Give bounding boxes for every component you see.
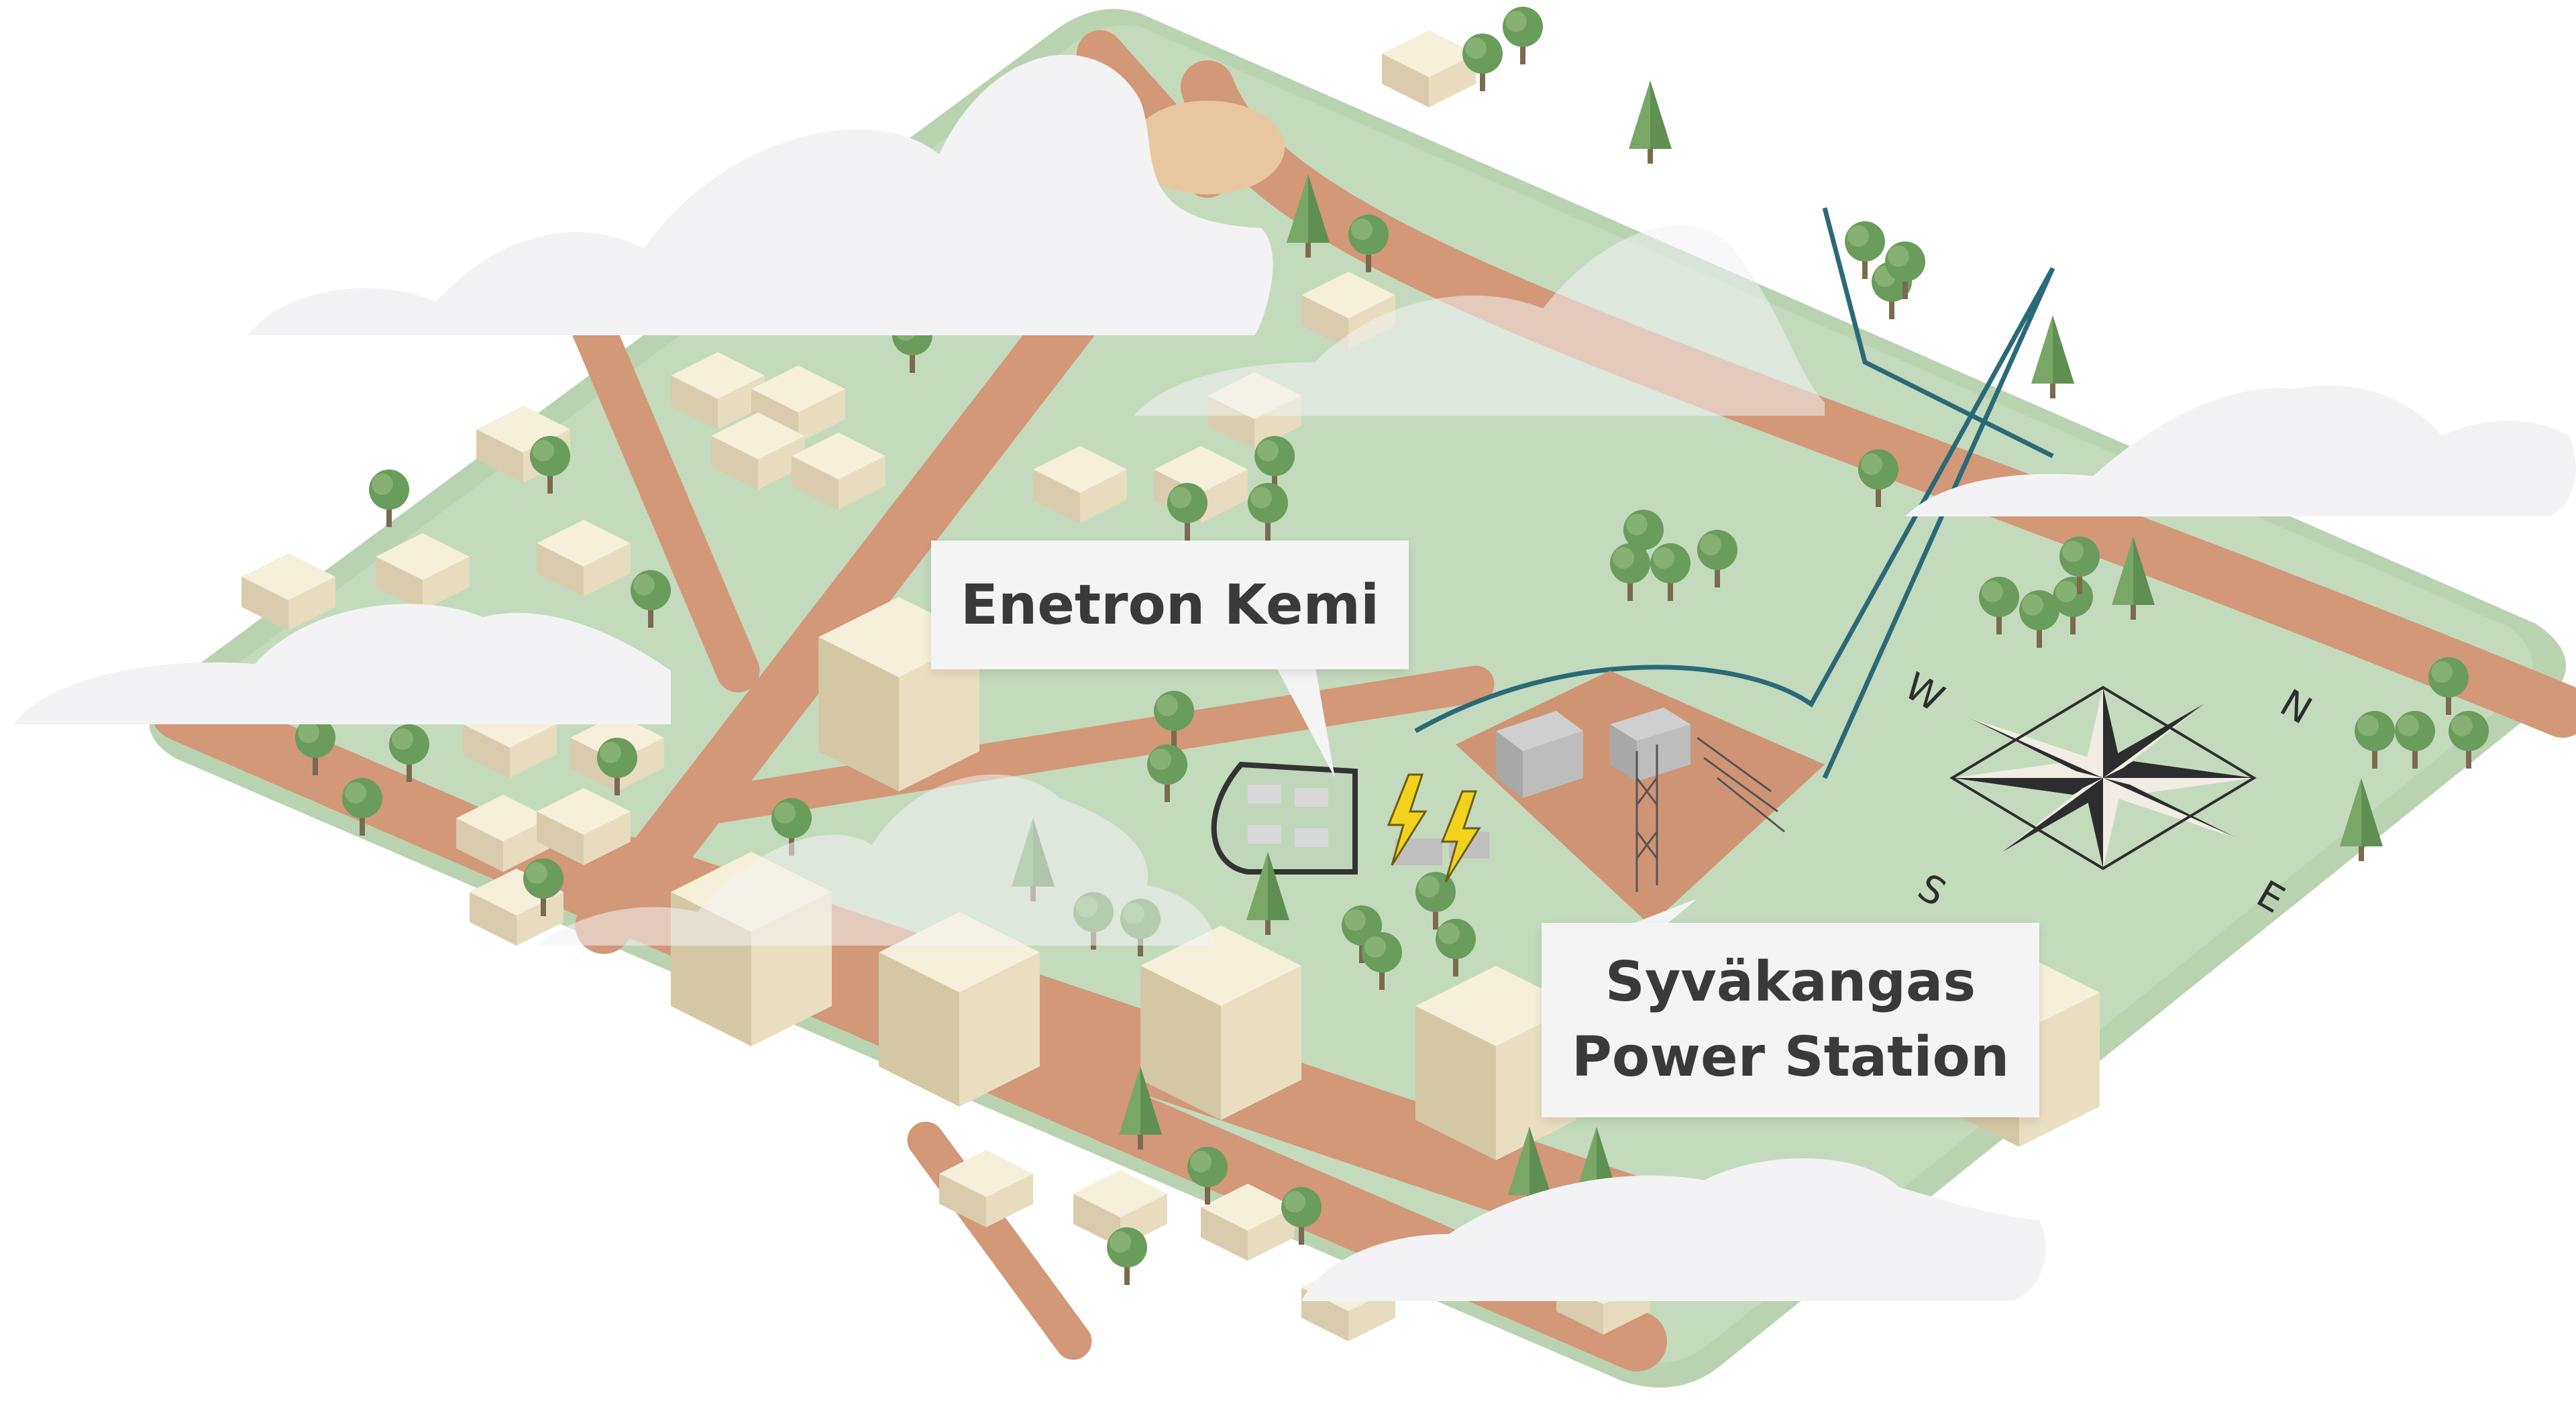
river (1414, 267, 2055, 779)
cloud-icon (1905, 385, 2576, 516)
callout-pointer-enetron (1275, 664, 1335, 778)
lightning-icon (1387, 773, 1428, 866)
roundabout (1130, 101, 1285, 194)
cloud-icon (248, 54, 1273, 335)
cloud-icon (537, 774, 1214, 946)
label-enetron-kemi-text: Enetron Kemi (960, 573, 1380, 637)
label-syvakangas-power-station: Syväkangas Power Station (1542, 923, 2039, 1117)
label-enetron-kemi: Enetron Kemi (931, 541, 1409, 669)
enetron-compound (1211, 761, 1489, 875)
label-syvakangas-line1: Syväkangas (1605, 950, 1976, 1014)
label-syvakangas-line2: Power Station (1571, 1025, 2010, 1089)
lightning-icon (1440, 790, 1481, 883)
power-station-buildings (1496, 708, 1785, 892)
cloud-icon (1301, 1158, 2046, 1301)
cloud-icon (1134, 225, 1825, 416)
cloud-icon (13, 604, 671, 724)
